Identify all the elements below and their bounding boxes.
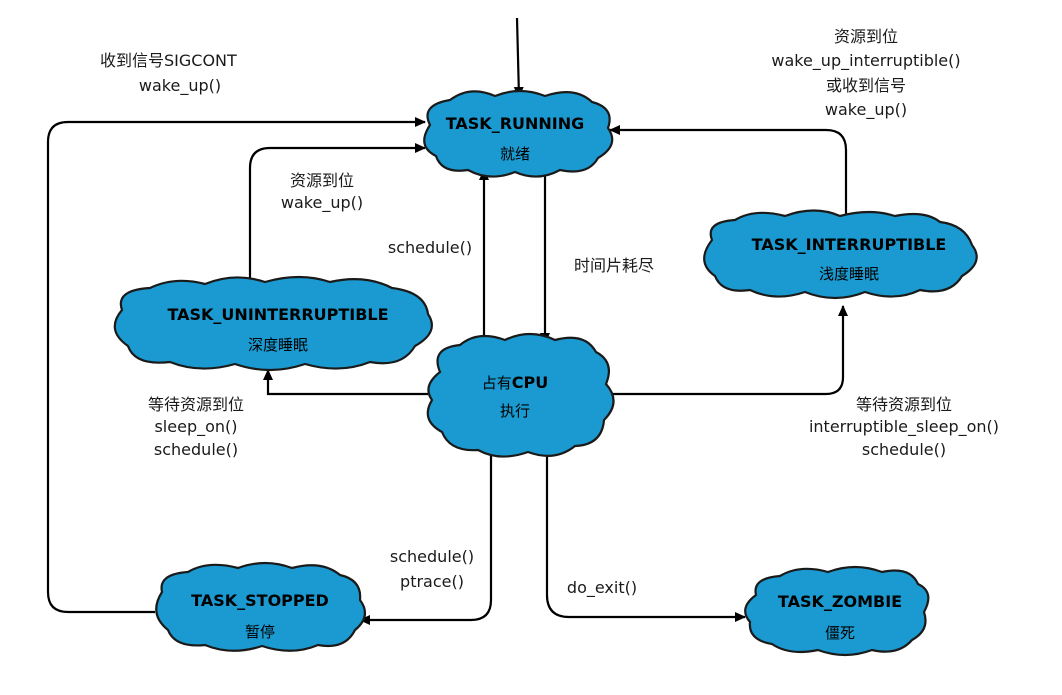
label-schedule-up: schedule()	[388, 238, 472, 257]
label-res-ready-1: 资源到位	[834, 27, 898, 46]
cloud-shape	[744, 565, 930, 657]
interruptible-title: TASK_INTERRUPTIBLE	[752, 235, 947, 254]
label-do-exit: do_exit()	[567, 578, 637, 598]
zombie-title: TASK_ZOMBIE	[778, 592, 902, 611]
uninterruptible-subtitle: 深度睡眠	[248, 336, 308, 354]
label-wake-up-interruptible: wake_up_interruptible()	[771, 51, 960, 71]
label-sigcont: 收到信号SIGCONT	[100, 51, 237, 70]
arrow-cpu-to-interruptible	[608, 305, 848, 396]
label-wake-up-left: wake_up()	[281, 193, 363, 213]
state-cpu: 占有CPU 执行	[426, 332, 615, 458]
state-uninterruptible: TASK_UNINTERRUPTIBLE 深度睡眠	[113, 275, 433, 372]
entry-arrow	[513, 17, 524, 98]
label-res-ready-2: 资源到位	[290, 171, 354, 190]
label-schedule-stop: schedule()	[390, 547, 474, 566]
cloud-shape	[426, 332, 615, 458]
stopped-title: TASK_STOPPED	[191, 591, 329, 610]
arrow-interruptible-to-running	[609, 125, 848, 218]
arrow-stopped-to-running	[46, 117, 426, 614]
label-wait-right: 等待资源到位	[856, 395, 952, 414]
arrow-cpu-to-uninterruptible	[263, 369, 428, 396]
label-sleep-on: sleep_on()	[154, 417, 237, 437]
cloud-shape	[703, 209, 978, 300]
transition-arrows	[46, 17, 848, 625]
interruptible-subtitle: 浅度睡眠	[819, 265, 879, 283]
state-running: TASK_RUNNING 就绪	[423, 89, 614, 178]
state-interruptible: TASK_INTERRUPTIBLE 浅度睡眠	[703, 209, 978, 300]
cpu-subtitle: 执行	[500, 402, 530, 420]
label-wake-up-right: wake_up()	[825, 100, 907, 120]
cloud-shape	[155, 561, 367, 652]
label-or-signal: 或收到信号	[826, 76, 906, 95]
cloud-shape	[423, 89, 614, 178]
running-subtitle: 就绪	[500, 145, 530, 163]
label-schedule-left: schedule()	[154, 440, 238, 459]
arrow-cpu-to-zombie	[545, 455, 746, 622]
label-wait-left: 等待资源到位	[148, 395, 244, 414]
running-title: TASK_RUNNING	[446, 114, 585, 133]
zombie-subtitle: 僵死	[825, 624, 855, 642]
arrow-cpu-to-stopped	[359, 455, 493, 625]
label-sigcont-wakeup: wake_up()	[139, 76, 221, 96]
cloud-shape	[113, 275, 433, 372]
uninterruptible-title: TASK_UNINTERRUPTIBLE	[167, 305, 388, 324]
label-timeslice: 时间片耗尽	[574, 256, 654, 275]
label-ptrace: ptrace()	[400, 572, 464, 591]
label-schedule-right: schedule()	[862, 440, 946, 459]
label-interruptible-sleep-on: interruptible_sleep_on()	[809, 417, 999, 437]
state-stopped: TASK_STOPPED 暂停	[155, 561, 367, 652]
stopped-subtitle: 暂停	[245, 623, 275, 641]
arrow-uninterruptible-to-running	[248, 143, 426, 282]
state-zombie: TASK_ZOMBIE 僵死	[744, 565, 930, 657]
cpu-title: 占有CPU	[482, 373, 548, 392]
transition-labels: 收到信号SIGCONT wake_up() 资源到位 wake_up_inter…	[100, 27, 999, 598]
